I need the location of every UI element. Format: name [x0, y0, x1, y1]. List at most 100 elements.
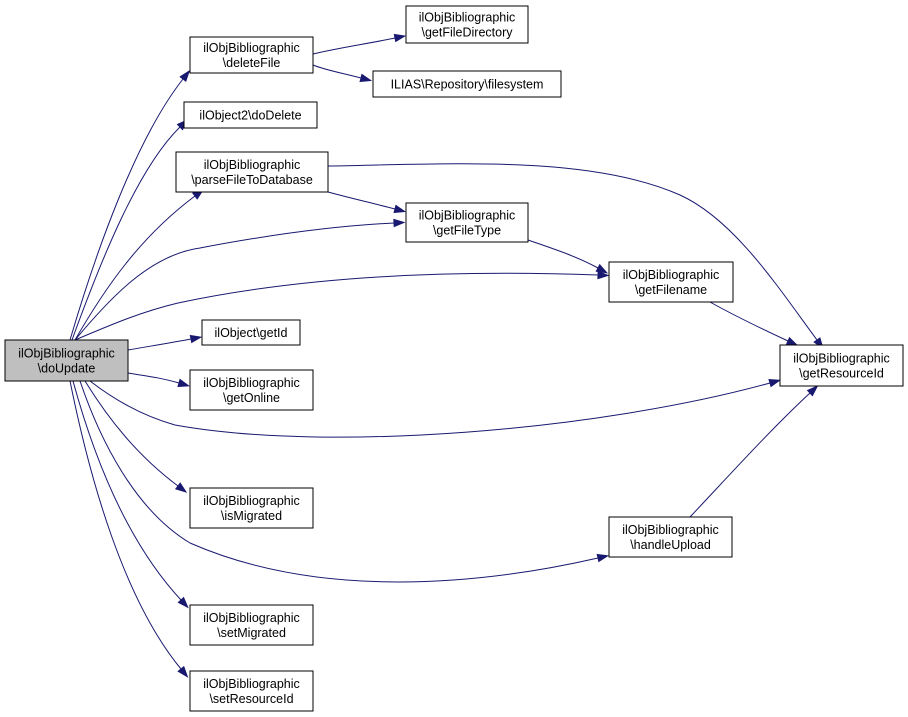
edge-getFileType-to-getFilename: [527, 239, 609, 274]
arrowhead-icon: [785, 336, 799, 346]
node-box: [608, 516, 733, 558]
node-label-line: \setMigrated: [217, 626, 286, 640]
arrowhead-icon: [768, 378, 782, 388]
arrowhead-icon: [393, 218, 406, 228]
arrowhead-icon: [806, 385, 819, 397]
node-getFilename[interactable]: ilObjBibliographic\getFilename: [608, 261, 734, 303]
node-label-line: ilObjBibliographic: [203, 376, 300, 390]
node-box: [189, 604, 314, 646]
arrowhead-icon: [179, 69, 191, 83]
node-label-line: \doUpdate: [38, 362, 96, 376]
edge-line: [69, 78, 184, 341]
node-deleteFile[interactable]: ilObjBibliographic\deleteFile: [189, 36, 314, 74]
node-label-line: ilObjBibliographic: [203, 677, 300, 691]
node-label-line: ILIAS\Repository\filesystem: [391, 78, 544, 92]
node-getFileType[interactable]: ilObjBibliographic\getFileType: [405, 202, 529, 243]
edge-parseFileToDatabase-to-getResourceId: [327, 163, 824, 350]
node-label-line: \getFileType: [433, 224, 501, 238]
edge-line: [709, 301, 789, 342]
edge-getFilename-to-getResourceId: [709, 301, 799, 346]
edge-doUpdate-to-isMigrated: [84, 380, 188, 493]
node-label-line: ilObject2\doDelete: [199, 109, 301, 123]
arrowhead-icon: [597, 270, 610, 280]
edge-doUpdate-to-doDelete: [71, 118, 189, 341]
node-label-line: ilObject\getId: [215, 326, 288, 340]
edge-line: [127, 338, 192, 351]
node-label-line: ilObjBibliographic: [204, 158, 301, 172]
arrowhead-icon: [177, 665, 189, 678]
node-label-line: \parseFileToDatabase: [191, 173, 313, 187]
edge-line: [89, 380, 771, 438]
edge-doUpdate-to-setMigrated: [72, 380, 189, 609]
edge-doUpdate-to-deleteFile: [69, 69, 191, 341]
edge-doUpdate-to-getFilename: [74, 270, 610, 341]
arrowhead-icon: [177, 378, 191, 388]
node-label-line: \getResourceId: [799, 367, 884, 381]
node-parseFileToDatabase[interactable]: ilObjBibliographic\parseFileToDatabase: [175, 151, 329, 193]
node-label-line: ilObjBibliographic: [203, 41, 300, 55]
node-box: [189, 369, 314, 411]
node-box: [189, 670, 314, 712]
arrowhead-icon: [174, 482, 188, 493]
edge-line: [127, 372, 180, 384]
node-box: [189, 487, 314, 529]
edge-doUpdate-to-getResourceId: [89, 378, 782, 438]
node-setResourceId[interactable]: ilObjBibliographic\setResourceId: [189, 670, 314, 712]
edge-handleUpload-to-getResourceId: [689, 385, 819, 518]
node-setMigrated[interactable]: ilObjBibliographic\setMigrated: [189, 604, 314, 646]
edge-doUpdate-to-getOnline: [127, 372, 191, 388]
edge-line: [69, 380, 182, 670]
node-getResourceId[interactable]: ilObjBibliographic\getResourceId: [779, 344, 904, 387]
edge-parseFileToDatabase-to-getFileType: [327, 191, 407, 214]
node-box: [405, 202, 529, 243]
edge-line: [327, 191, 396, 210]
edge-line: [79, 380, 599, 583]
edge-doUpdate-to-handleUpload: [79, 380, 610, 583]
node-box: [175, 151, 329, 193]
node-doUpdate[interactable]: ilObjBibliographic\doUpdate: [4, 339, 129, 382]
edge-line: [74, 195, 196, 341]
edge-doUpdate-to-setResourceId: [69, 380, 189, 678]
edge-line: [689, 392, 811, 518]
edge-line: [312, 64, 362, 79]
node-filesystem[interactable]: ILIAS\Repository\filesystem: [372, 70, 562, 98]
edge-doUpdate-to-getId: [127, 334, 203, 351]
arrowhead-icon: [393, 33, 407, 43]
node-box: [4, 339, 129, 382]
node-getOnline[interactable]: ilObjBibliographic\getOnline: [189, 369, 314, 411]
node-box: [608, 261, 734, 303]
node-label-line: ilObjBibliographic: [622, 523, 719, 537]
node-label-line: ilObjBibliographic: [18, 347, 115, 361]
edge-line: [84, 380, 179, 487]
edge-line: [527, 239, 599, 269]
node-label-line: ilObjBibliographic: [419, 209, 516, 223]
node-box: [372, 70, 562, 98]
edge-line: [72, 380, 182, 601]
arrowhead-icon: [359, 73, 373, 83]
arrowhead-icon: [596, 553, 610, 563]
edge-line: [71, 126, 181, 341]
node-box: [201, 319, 301, 346]
node-handleUpload[interactable]: ilObjBibliographic\handleUpload: [608, 516, 733, 558]
arrowhead-icon: [595, 263, 609, 274]
node-label-line: \getFileDirectory: [422, 26, 514, 40]
edges-layer: [69, 33, 824, 678]
arrowhead-icon: [177, 596, 189, 609]
node-label-line: \getFilename: [635, 283, 707, 297]
node-box: [405, 5, 529, 44]
arrowhead-icon: [189, 334, 203, 344]
node-label-line: \isMigrated: [221, 509, 282, 523]
node-label-line: ilObjBibliographic: [203, 494, 300, 508]
edge-line: [312, 37, 396, 55]
node-doDelete[interactable]: ilObject2\doDelete: [183, 101, 318, 129]
node-isMigrated[interactable]: ilObjBibliographic\isMigrated: [189, 487, 314, 529]
node-box: [779, 344, 904, 387]
node-getFileDirectory[interactable]: ilObjBibliographic\getFileDirectory: [405, 5, 529, 44]
node-label-line: ilObjBibliographic: [793, 352, 890, 366]
edge-line: [74, 222, 395, 341]
arrowhead-icon: [393, 204, 407, 214]
node-label-line: ilObjBibliographic: [203, 611, 300, 625]
node-label-line: ilObjBibliographic: [419, 11, 516, 25]
node-getId[interactable]: ilObject\getId: [201, 319, 301, 346]
